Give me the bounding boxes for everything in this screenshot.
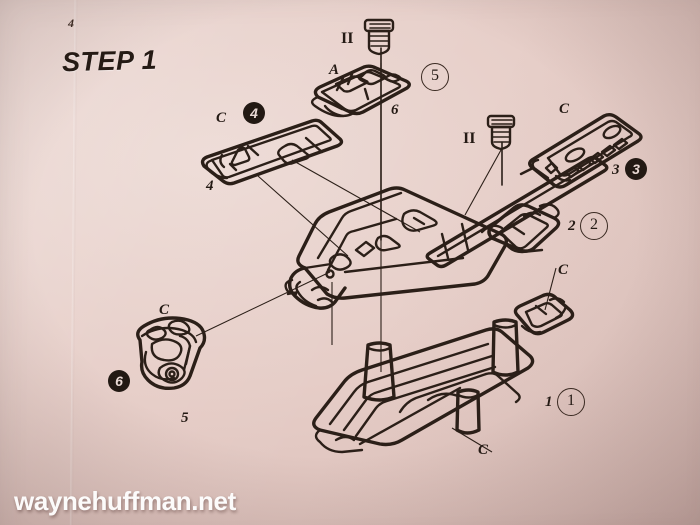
callout-c-part2: C [558,262,569,278]
callout-c-part4: C [216,110,227,126]
part-badge-4: 4 [243,102,265,124]
part-badge-1: 1 [557,388,585,416]
callout-a-part5: A [329,62,340,78]
page-number: 4 [68,16,74,30]
part-1-artwork [312,292,575,454]
screw-label-top: II [341,30,354,47]
part-badge-6: 6 [108,370,130,392]
page-title: STEP 1 [61,44,158,78]
part-badge-2: 2 [580,212,608,240]
screw-right-glyph [486,114,516,186]
callout-1-part1: 1 [545,394,553,410]
callout-c-part3: C [559,101,570,117]
part-5-artwork [310,64,411,118]
callout-3-part3: 3 [612,162,620,178]
part-4-artwork [200,118,344,186]
screw-top-glyph [363,18,395,241]
part-badge-3: 3 [625,158,647,180]
part-6-artwork [136,316,207,391]
part-2-artwork [284,155,609,310]
callout-4-part4: 4 [206,178,214,194]
part-badge-5: 5 [421,63,449,91]
callout-5-part6: 5 [181,410,189,426]
screw-label-right: II [463,130,476,147]
callout-c-part1-bottom: C [478,442,489,458]
callout-2-part2: 2 [568,218,576,234]
callout-6-part5: 6 [391,102,399,118]
watermark: waynehuffman.net [14,486,236,516]
callout-c-part6: C [159,302,170,318]
part-3-artwork [519,113,643,189]
